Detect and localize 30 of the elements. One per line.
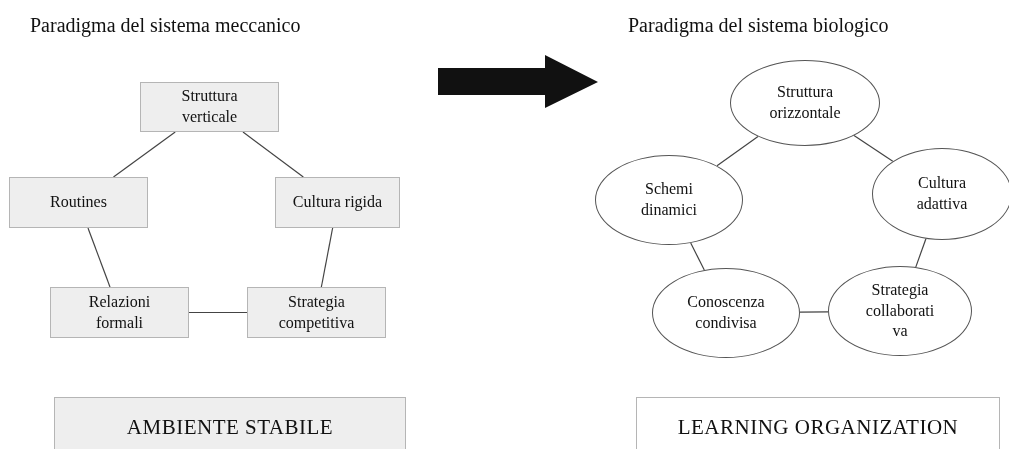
connector-line xyxy=(716,135,759,167)
node-text: AMBIENTE STABILE xyxy=(126,415,334,440)
concept-box xyxy=(247,287,386,338)
connector-line xyxy=(799,311,829,313)
node-text: LEARNING ORGANIZATION xyxy=(677,415,959,440)
node-text: Schemi dinamici xyxy=(640,179,698,220)
paradigm-heading: Paradigma del sistema meccanico xyxy=(30,14,301,37)
connector-line xyxy=(188,311,248,314)
node-text: Conoscenza condivisa xyxy=(687,292,765,333)
node-text: Struttura orizzontale xyxy=(768,82,842,123)
context-box xyxy=(54,397,406,449)
node-text: Struttura verticale xyxy=(180,86,239,127)
context-box xyxy=(636,397,1000,449)
connector-line xyxy=(87,227,111,288)
concept-box xyxy=(140,82,279,132)
concept-box xyxy=(50,287,189,338)
node-text: Routines xyxy=(50,192,107,213)
connector-line xyxy=(853,134,894,162)
node-text: Strategia competitiva xyxy=(277,291,356,334)
concept-box xyxy=(275,177,400,228)
connector-line xyxy=(242,131,304,178)
connector-line xyxy=(915,238,927,268)
node-text: Relazioni formali xyxy=(87,291,152,333)
node-text: Strategia collaborativa xyxy=(864,279,936,342)
paradigm-heading: Paradigma del sistema biologico xyxy=(628,14,889,37)
connector-line xyxy=(320,227,334,288)
node-text: Cultura rigida xyxy=(292,192,383,213)
concept-box xyxy=(9,177,148,228)
connector-line xyxy=(112,131,176,178)
node-text: Cultura adattiva xyxy=(915,173,969,214)
